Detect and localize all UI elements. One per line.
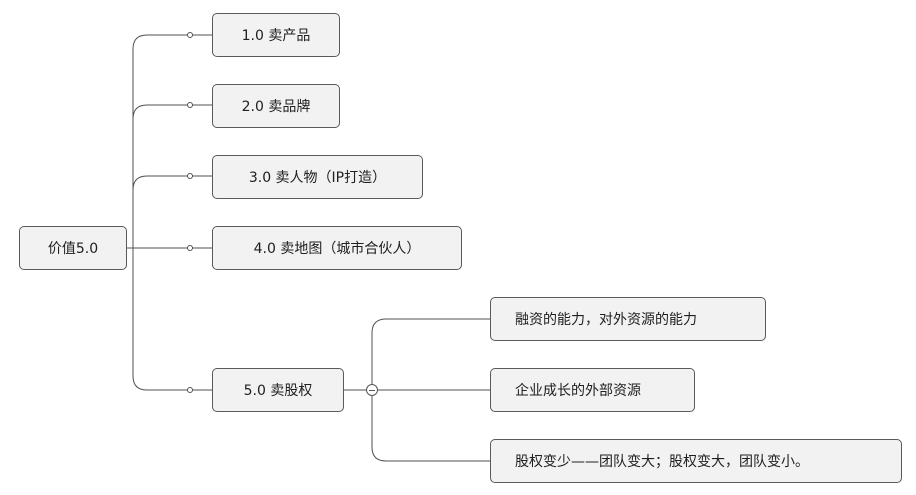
- child-node-3[interactable]: 股权变少——团队变大；股权变大，团队变小。: [490, 439, 902, 483]
- branch-node-label: 4.0 卖地图（城市合伙人）: [253, 241, 421, 257]
- connector-dot-2: [187, 102, 193, 108]
- branch-node-label: 2.0 卖品牌: [241, 99, 311, 115]
- child-node-2[interactable]: 企业成长的外部资源: [490, 368, 695, 412]
- branch-node-2[interactable]: 2.0 卖品牌: [212, 84, 340, 128]
- child-node-1[interactable]: 融资的能力，对外资源的能力: [490, 297, 766, 341]
- root-node[interactable]: 价值5.0: [19, 226, 127, 270]
- connector-dot-3: [187, 173, 193, 179]
- connector-branch-2: [132, 104, 188, 248]
- branch-node-label: 5.0 卖股权: [243, 383, 313, 399]
- branch-node-5[interactable]: 5.0 卖股权: [212, 368, 344, 412]
- root-node-label: 价值5.0: [47, 241, 99, 257]
- connector-dot-1: [187, 32, 193, 38]
- branch-node-label: 3.0 卖人物（IP打造）: [248, 170, 387, 186]
- branch-node-4[interactable]: 4.0 卖地图（城市合伙人）: [212, 226, 462, 270]
- connector-dot-5: [187, 387, 193, 393]
- connector-branch-5: [132, 248, 188, 391]
- connector-branch-1: [132, 34, 188, 248]
- child-node-label: 股权变少——团队变大；股权变大，团队变小。: [515, 454, 809, 470]
- collapse-minus-icon[interactable]: [366, 384, 378, 396]
- connector-child-1: [371, 318, 491, 390]
- connector-branch-3: [132, 175, 188, 248]
- connector-child-3: [371, 396, 491, 462]
- child-node-label: 融资的能力，对外资源的能力: [515, 312, 697, 328]
- child-node-label: 企业成长的外部资源: [515, 383, 641, 399]
- branch-node-3[interactable]: 3.0 卖人物（IP打造）: [212, 155, 423, 199]
- connector-dot-4: [187, 245, 193, 251]
- branch-node-label: 1.0 卖产品: [241, 28, 311, 44]
- branch-node-1[interactable]: 1.0 卖产品: [212, 13, 340, 57]
